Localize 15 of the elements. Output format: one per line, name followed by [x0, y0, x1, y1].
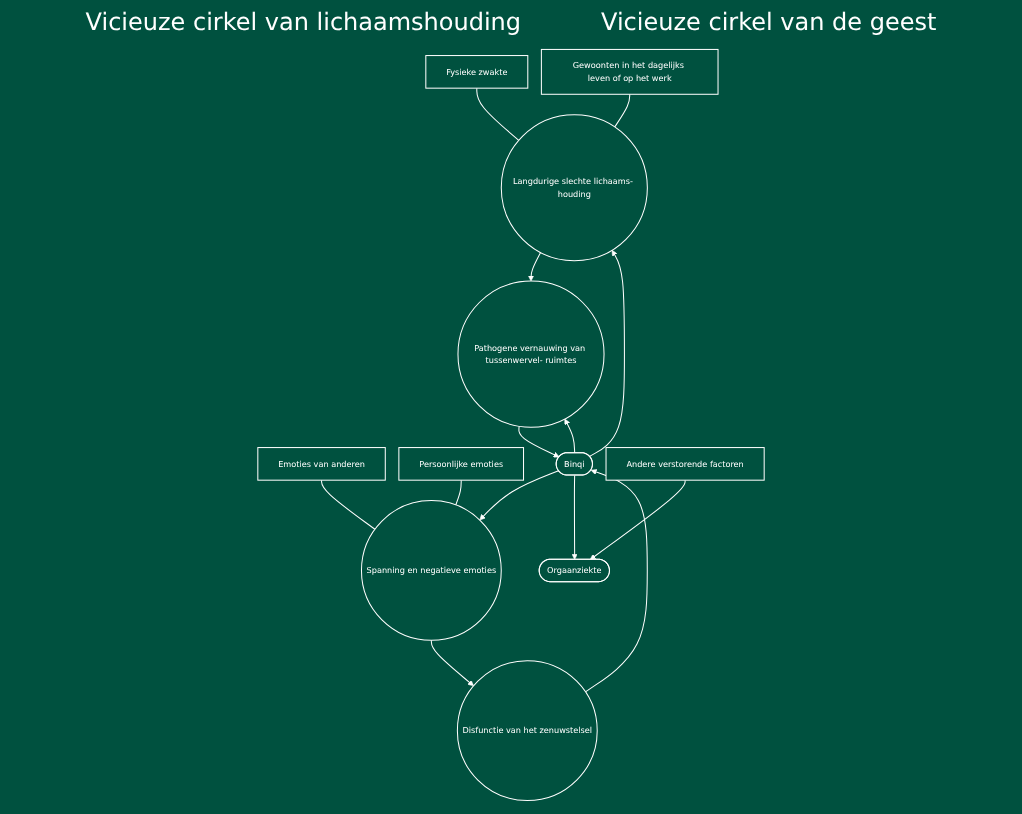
arrow	[571, 474, 578, 560]
arrow	[589, 479, 686, 560]
arrow	[584, 469, 648, 693]
arrow	[589, 250, 625, 457]
arrow	[518, 425, 560, 458]
connector	[455, 479, 462, 506]
connector	[614, 93, 631, 128]
connector	[321, 479, 376, 530]
arrow	[430, 639, 474, 687]
cycle-label: Vicieuze cirkel van de geest	[601, 8, 937, 36]
arrow	[479, 470, 560, 521]
cycle-label: Vicieuze cirkel van lichaamshouding	[85, 8, 522, 36]
arrow	[528, 251, 542, 282]
arrow	[564, 418, 576, 454]
connector	[476, 87, 520, 141]
